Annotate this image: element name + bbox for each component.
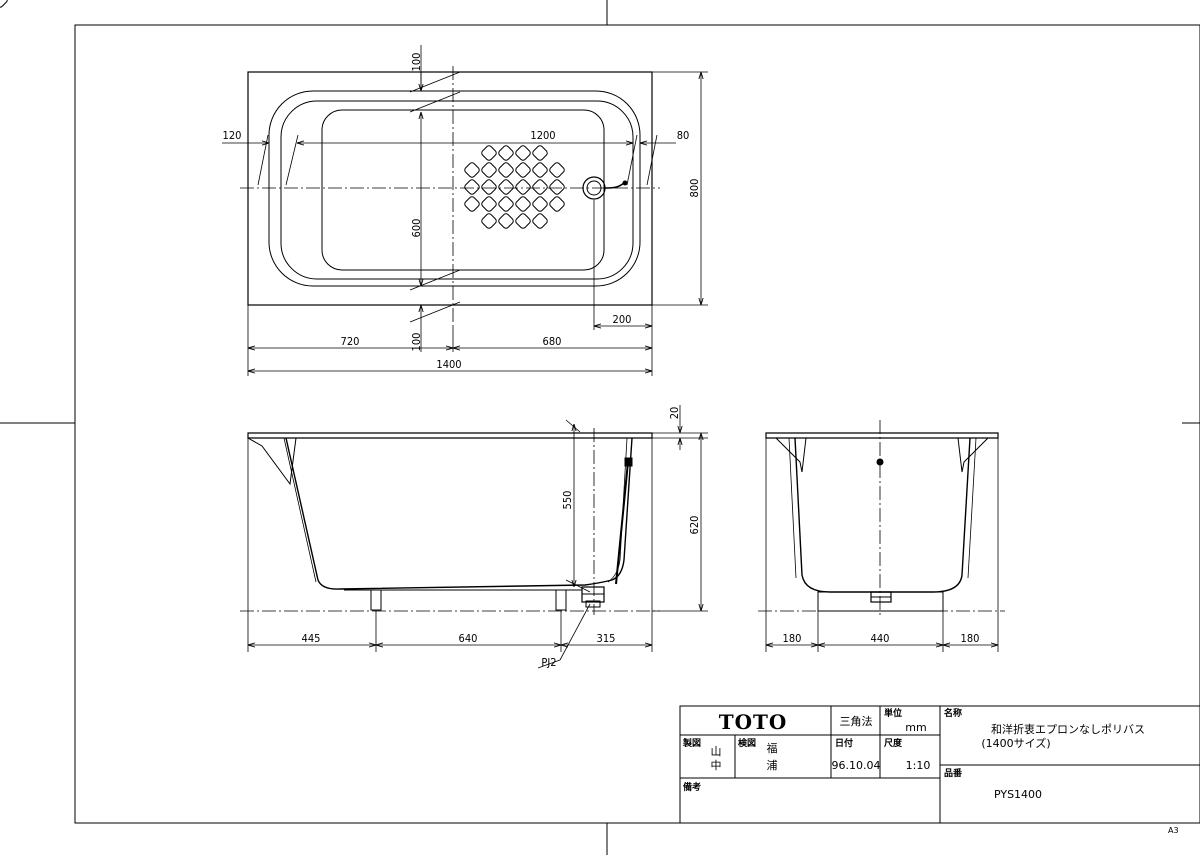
dim-center-to-right: 680 <box>543 335 562 348</box>
checked-label: 検図 <box>738 737 756 749</box>
plan-view <box>0 0 660 325</box>
title-block-text: TOTO 三角法 単位 mm 名称 和洋折衷エプロンなしポリバス (1400サイ… <box>682 707 1179 835</box>
plan-wall <box>280 100 634 280</box>
dim-height: 620 <box>688 516 701 535</box>
dim-overall-width: 800 <box>688 179 701 198</box>
side-dimension-labels: 180 440 180 <box>783 632 980 645</box>
dim-right-rim: 80 <box>677 129 690 142</box>
dim-overall-length: 1400 <box>436 358 461 371</box>
date-label: 日付 <box>835 737 853 749</box>
dim-inner-length: 1200 <box>530 129 555 142</box>
unit-value: mm <box>905 721 926 734</box>
dim-side-right: 180 <box>961 632 980 645</box>
part-label: PJ2 <box>541 656 556 669</box>
dim-left-to-center: 720 <box>341 335 360 348</box>
plan-outer-rim <box>247 71 653 306</box>
front-tub-body <box>285 437 633 590</box>
checked-by-1: 福 <box>767 741 778 755</box>
date-value: 96.10.04 <box>832 759 881 772</box>
front-view <box>240 428 660 615</box>
front-foot-right <box>555 589 567 611</box>
drawn-by-1: 山 <box>711 745 722 758</box>
projection-label: 三角法 <box>840 714 873 728</box>
front-dimension-labels: 20 550 620 445 640 315 PJ2 <box>302 407 701 669</box>
front-foot-left <box>370 589 382 611</box>
dim-top-gap: 100 <box>410 53 423 72</box>
drawn-by-2: 中 <box>711 759 722 772</box>
scale-value: 1:10 <box>906 759 931 772</box>
plan-antislip-diamonds <box>463 144 566 230</box>
front-dimension-lines <box>247 405 708 669</box>
title-block <box>679 705 1200 824</box>
dim-front-mid: 640 <box>459 632 478 645</box>
dim-side-left: 180 <box>783 632 802 645</box>
dim-front-left: 445 <box>302 632 321 645</box>
plan-floor <box>321 109 605 271</box>
checked-by-2: 浦 <box>767 759 778 772</box>
part-no-label: 品番 <box>944 767 963 779</box>
dim-side-mid: 440 <box>871 632 890 645</box>
remarks-label: 備考 <box>683 781 701 793</box>
dim-drain-offset: 200 <box>613 313 632 326</box>
name-line2: (1400サイズ) <box>981 736 1050 750</box>
plan-dimension-lines <box>222 45 708 376</box>
dim-left-rim: 120 <box>223 129 242 142</box>
side-view <box>758 420 1005 615</box>
front-rim <box>247 432 653 439</box>
scale-label: 尺度 <box>884 737 903 749</box>
name-line1: 和洋折衷エプロンなしポリバス <box>991 722 1145 736</box>
dim-rim: 20 <box>668 407 681 420</box>
dim-front-right: 315 <box>597 632 616 645</box>
dim-bottom-gap: 100 <box>410 333 423 352</box>
plan-antislip-pattern <box>0 0 8 8</box>
plan-dimension-labels: 100 600 100 120 1200 80 800 200 720 680 … <box>223 53 701 371</box>
plan-rim-inner <box>268 90 641 287</box>
side-rim <box>765 432 999 439</box>
drawn-label: 製図 <box>682 737 701 749</box>
side-dimension-lines <box>765 438 999 652</box>
unit-label: 単位 <box>884 707 902 719</box>
dim-depth: 550 <box>561 491 574 510</box>
sheet-size: A3 <box>1168 826 1179 835</box>
dim-inner-width: 600 <box>410 219 423 238</box>
toto-logo: TOTO <box>719 710 788 734</box>
name-label: 名称 <box>944 707 962 719</box>
part-no-value: PYS1400 <box>994 788 1042 801</box>
